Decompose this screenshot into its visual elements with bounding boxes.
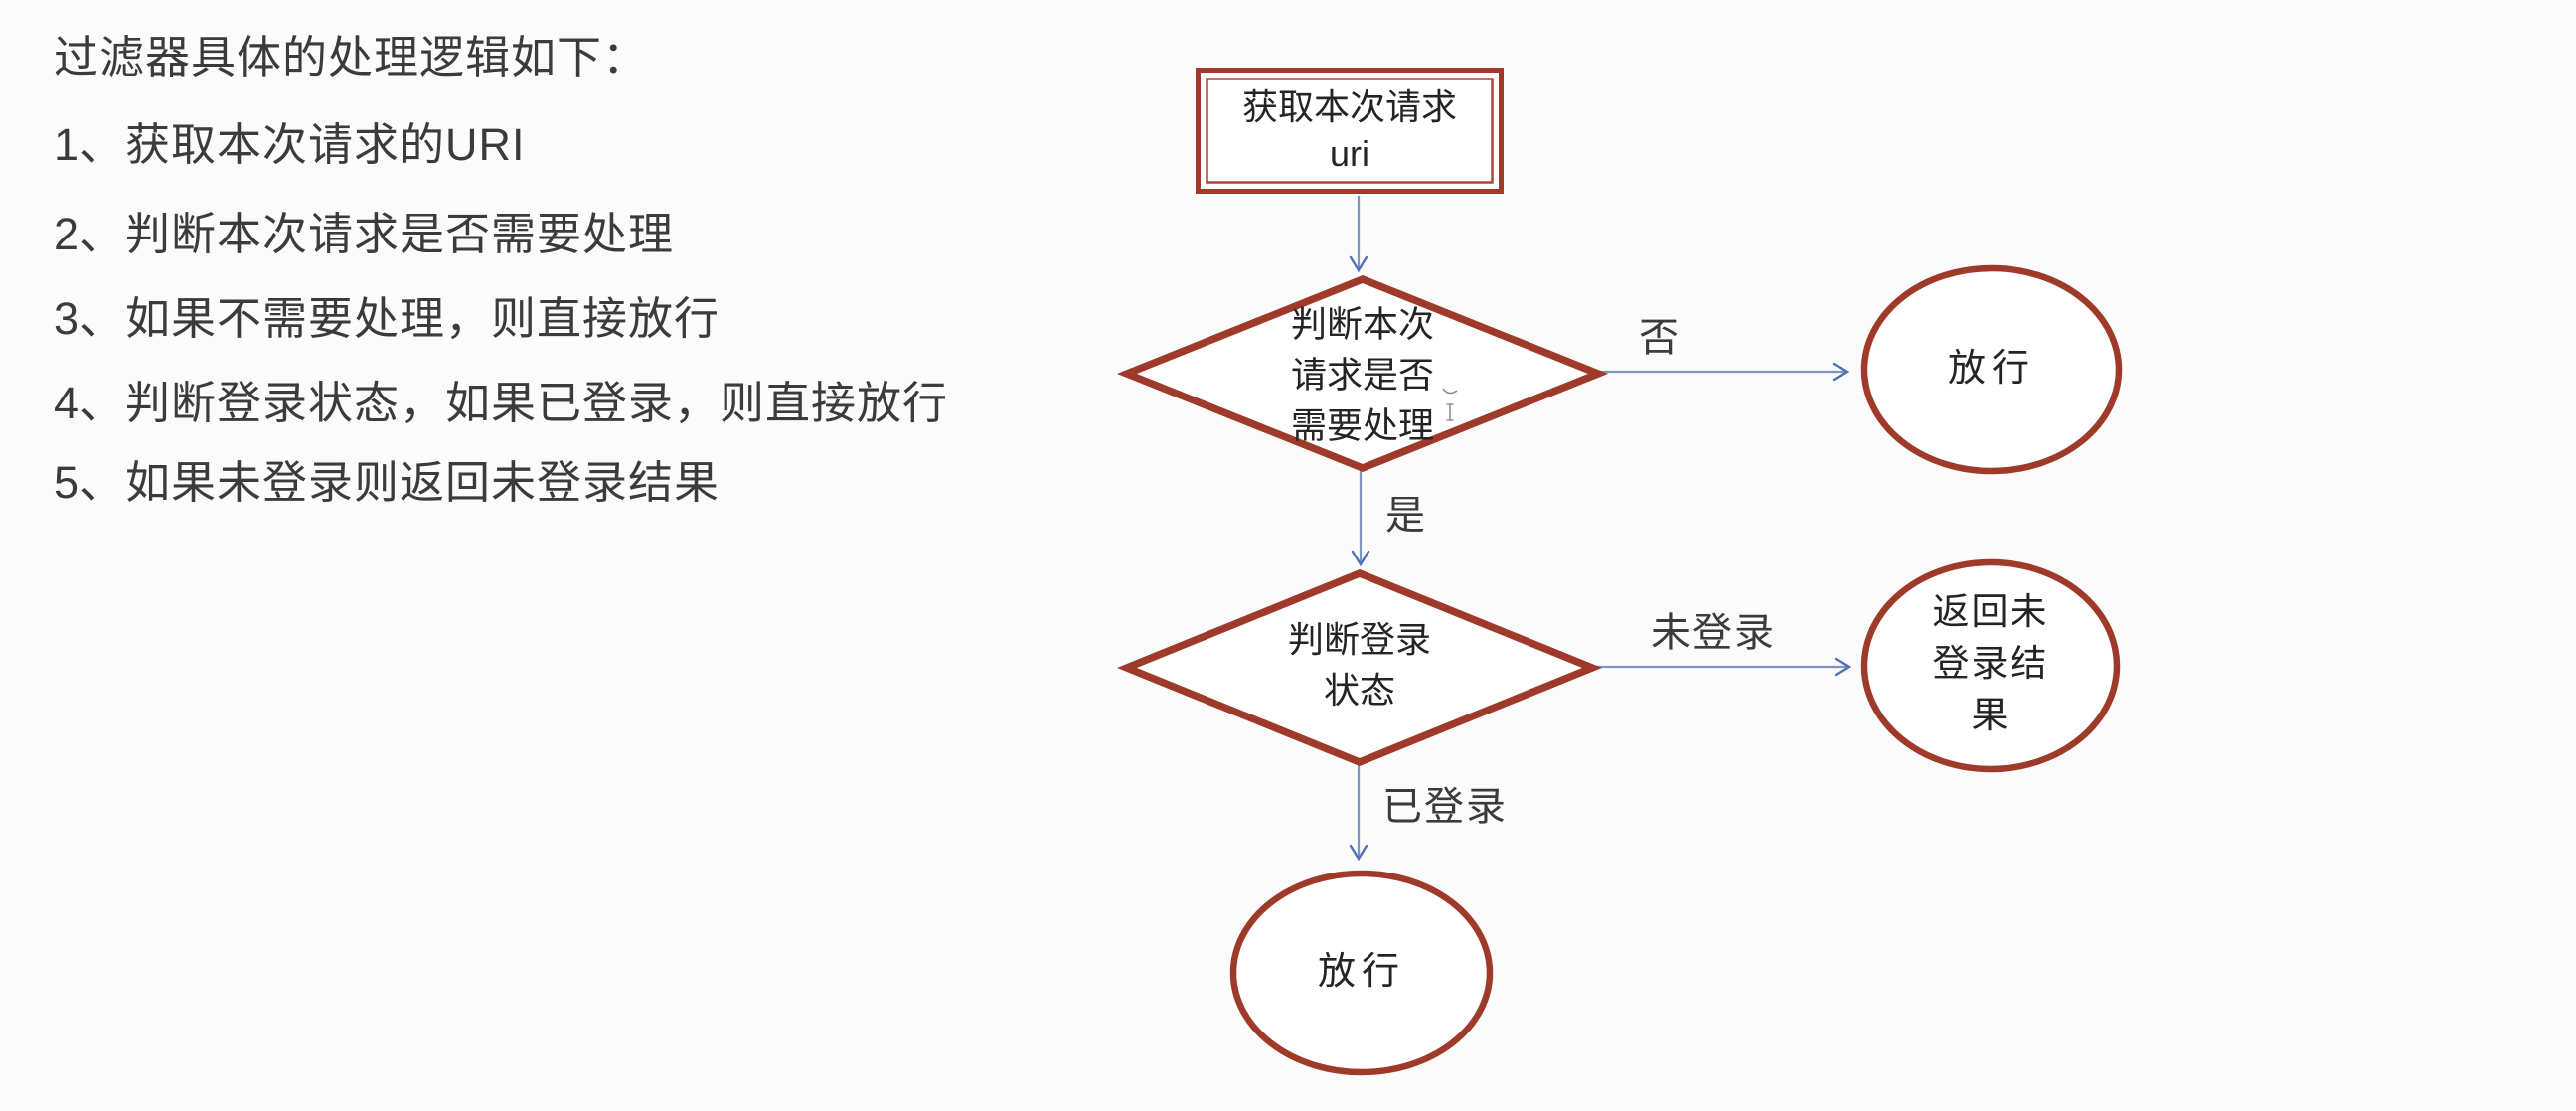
return-unlogged-line1: 返回未: [1932, 591, 2049, 632]
pass-logged-shape: [1229, 870, 1494, 1076]
edge-label-not-logged-in: 未登录: [1651, 611, 1776, 655]
decision-login-label: 判断登录 状态: [1288, 614, 1431, 715]
start-node-line2: uri: [1329, 133, 1370, 174]
decision-login-line2: 状态: [1323, 670, 1396, 711]
note-item-1: 1、获取本次请求的URI: [54, 119, 526, 170]
return-unlogged-line2: 登录结: [1932, 643, 2049, 684]
decision-request-line2: 请求是否: [1290, 354, 1435, 396]
decision-request-shape: [1116, 274, 1609, 473]
decision-login-line1: 判断登录: [1287, 619, 1432, 660]
decision-request-line1: 判断本次: [1290, 303, 1435, 345]
note-item-2: 2、判断本次请求是否需要处理: [54, 209, 675, 259]
note-item-3: 3、如果不需要处理，则直接放行: [54, 293, 721, 344]
note-item-4: 4、判断登录状态，如果已登录，则直接放行: [54, 378, 949, 428]
return-unlogged-line3: 果: [1971, 695, 2011, 735]
decision-login-shape: [1117, 568, 1602, 767]
start-node-shape: [1196, 68, 1504, 194]
return-unlogged-shape: [1860, 558, 2121, 773]
start-node-line1: 获取本次请求: [1241, 86, 1458, 127]
edge-label-no: 否: [1639, 316, 1681, 360]
pass-direct-label: 放行: [1947, 348, 2036, 390]
edge-label-yes: 是: [1385, 494, 1427, 538]
cursor-artifact: [1442, 388, 1458, 421]
decision-request-label: 判断本次 请求是否 需要处理: [1291, 299, 1434, 451]
pass-logged-label: 放行: [1317, 951, 1406, 993]
decision-request-line3: 需要处理: [1290, 404, 1435, 446]
edge-label-logged-in: 已登录: [1382, 785, 1508, 829]
return-unlogged-label: 返回未 登录结 果: [1933, 586, 2049, 741]
start-node-inner-border: [1206, 78, 1494, 184]
start-node-label: 获取本次请求 uri: [1242, 83, 1457, 177]
pass-direct-shape: [1860, 264, 2123, 475]
note-item-5: 5、如果未登录则返回未登录结果: [54, 457, 721, 508]
notes-title: 过滤器具体的处理逻辑如下：: [54, 32, 649, 82]
